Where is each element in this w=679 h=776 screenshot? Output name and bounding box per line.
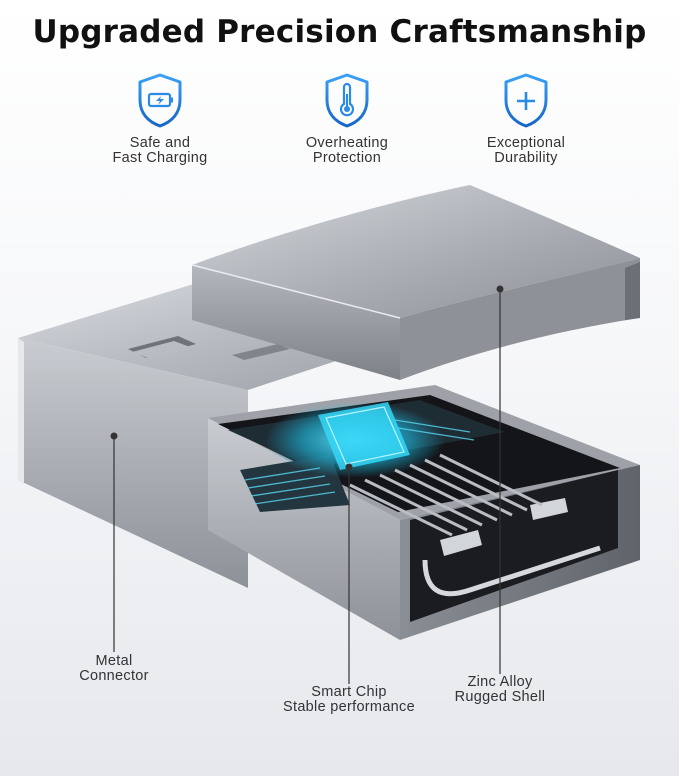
smart-chip (228, 400, 568, 556)
shield-plus-icon (504, 73, 548, 128)
feature-safe-charging: Safe and Fast Charging (80, 72, 240, 166)
callout-zinc-alloy-shell: Zinc Alloy Rugged Shell (454, 674, 546, 705)
callout-lines (110, 285, 504, 684)
feature-overheating: Overheating Protection (267, 72, 427, 166)
callout-smart-chip: Smart Chip Stable performance (283, 684, 415, 715)
callout-dot (496, 285, 504, 293)
shield-thermometer-icon (325, 73, 369, 128)
shield-battery-icon (138, 73, 182, 128)
zinc-alloy-shell (191, 185, 640, 380)
feature-label: Safe and Fast Charging (112, 135, 208, 166)
feature-label: Exceptional Durability (486, 135, 566, 166)
callout-dot (345, 463, 353, 471)
page-title: Upgraded Precision Craftsmanship (32, 14, 647, 50)
connector-slot (232, 344, 290, 360)
callout-metal-connector: Metal Connector (79, 653, 149, 684)
callout-dot (110, 432, 118, 440)
feature-label: Overheating Protection (305, 135, 389, 166)
feature-durability: Exceptional Durability (446, 72, 606, 166)
